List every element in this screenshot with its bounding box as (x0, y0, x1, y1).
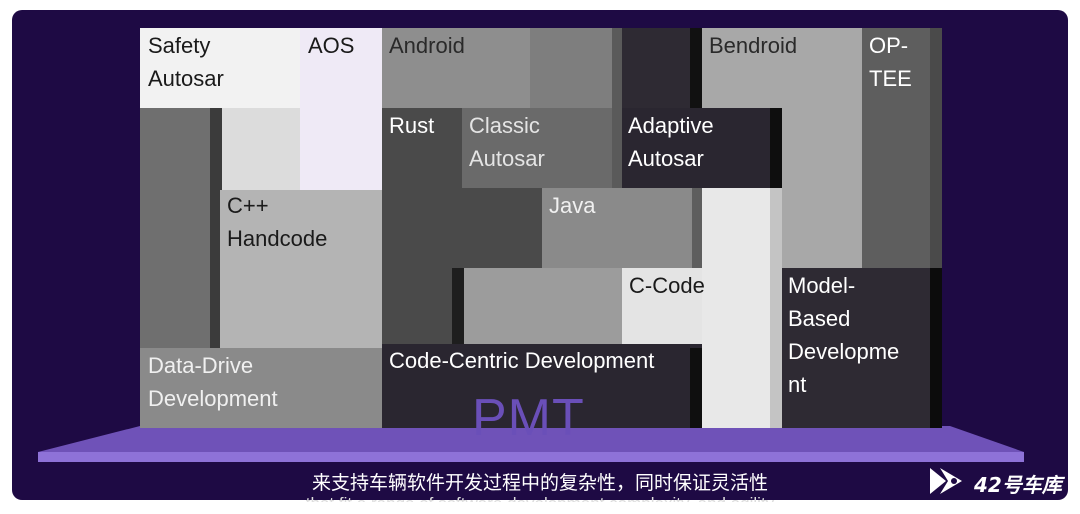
brand-name: 42号车库 (974, 472, 1062, 497)
brand-logo-icon (928, 466, 964, 501)
block-code-centric (382, 344, 702, 428)
block-cpp-handcode (220, 190, 382, 348)
label-data-drive: Data-Drive Development (148, 353, 278, 411)
label-adaptive-autosar: Adaptive Autosar (628, 113, 714, 171)
block-op-tee-edge (930, 28, 942, 268)
label-cpp-handcode: C++ Handcode (227, 193, 328, 251)
label-classic-autosar: Classic Autosar (469, 113, 545, 171)
platform-label: PMT (472, 389, 585, 447)
label-rust: Rust (389, 113, 435, 138)
subtitle-english: that fit a range of software development… (305, 494, 775, 513)
label-java: Java (549, 193, 596, 218)
block-model-based-edge (930, 268, 942, 428)
block-classic-autosar (462, 108, 612, 188)
block-c-code-edge (770, 188, 782, 428)
label-aos: AOS (308, 33, 355, 58)
label-code-centric: Code-Centric Development (389, 348, 655, 373)
block-java (542, 188, 702, 268)
block-java-edge (692, 188, 702, 268)
block-code-centric-edge (690, 348, 702, 428)
block-adaptive-top (622, 28, 692, 108)
block-safety-column (220, 108, 300, 190)
label-c-code: C-Code (629, 273, 705, 298)
label-safety-autosar: Safety Autosar (148, 33, 224, 91)
block-android-edge (612, 28, 622, 190)
label-bendroid: Bendroid (709, 33, 798, 58)
block-model-based (782, 268, 932, 428)
block-divider-black (690, 28, 702, 108)
block-rust-join (462, 188, 542, 268)
block-op-tee (862, 28, 932, 268)
label-op-tee: OP- TEE (869, 33, 912, 91)
block-rust (382, 108, 462, 348)
label-android: Android (389, 33, 465, 58)
brand-watermark: 42号车库 (928, 466, 1062, 501)
subtitle-chinese: 来支持车辆软件开发过程中的复杂性，同时保证灵活性 (311, 472, 768, 494)
block-data-drive (140, 348, 382, 428)
block-java-lower (462, 268, 622, 348)
block-divider-dark (210, 108, 222, 348)
block-aos (300, 28, 382, 190)
block-java-lower-edge (452, 268, 464, 348)
block-safety-autosar (140, 28, 300, 108)
block-adaptive-edge (770, 108, 782, 188)
block-adaptive-autosar (622, 108, 772, 188)
block-c-code-col (702, 188, 782, 428)
label-model-based: Model- Based Developme nt (788, 273, 900, 397)
block-c-code (622, 268, 702, 348)
